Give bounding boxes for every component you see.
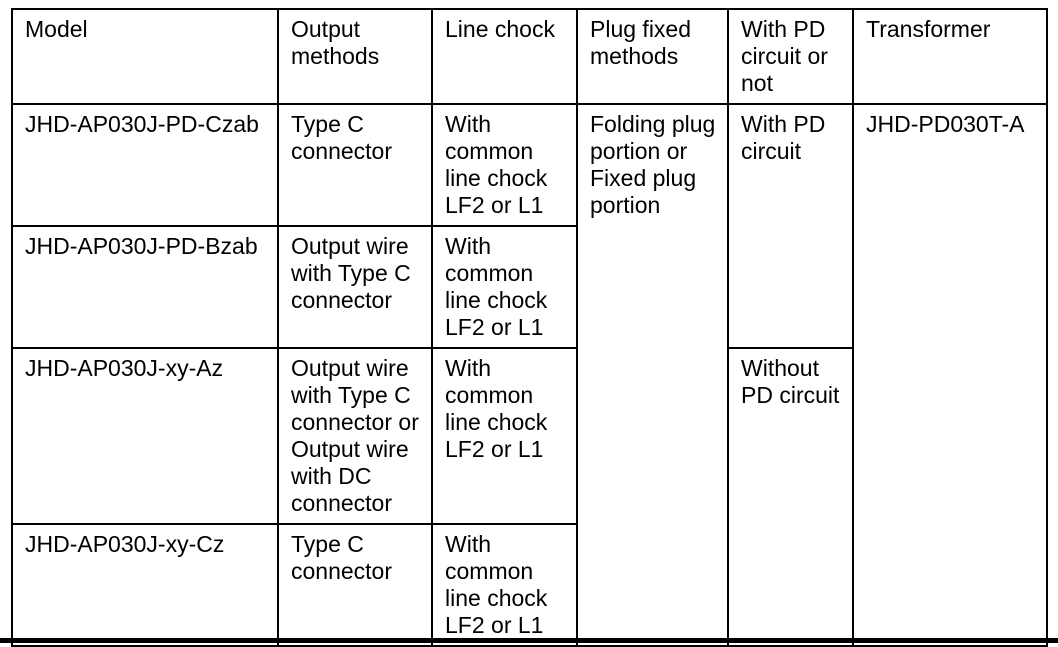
header-plug-fixed-methods: Plug fixed methods xyxy=(576,8,729,105)
cell-plug-fixed-methods: Folding plug portion or Fixed plug porti… xyxy=(576,103,729,647)
cell-line-chock-2: With common line chock LF2 or L1 xyxy=(431,225,578,349)
cell-without-pd-circuit: Without PD circuit xyxy=(727,347,854,647)
cell-model-2: JHD-AP030J-PD-Bzab xyxy=(11,225,279,349)
header-transformer: Transformer xyxy=(852,8,1048,105)
table-row: JHD-AP030J-xy-Az Output wire with Type C… xyxy=(11,347,1047,647)
page-bottom-rule xyxy=(0,638,1058,643)
cell-line-chock-1: With common line chock LF2 or L1 xyxy=(431,103,578,227)
header-pd-circuit: With PD circuit or not xyxy=(727,8,854,105)
header-output-methods: Output methods xyxy=(277,8,433,105)
cell-model-4: JHD-AP030J-xy-Cz xyxy=(11,523,279,647)
table-row: JHD-AP030J-PD-Bzab Output wire with Type… xyxy=(11,225,1047,349)
cell-output-4: Type C connector xyxy=(277,523,433,647)
header-model: Model xyxy=(11,8,279,105)
header-row: Model Output methods Line chock Plug fix… xyxy=(11,8,1048,105)
cell-transformer: JHD-PD030T-A xyxy=(852,103,1048,647)
cell-model-1: JHD-AP030J-PD-Czab xyxy=(11,103,279,227)
cell-with-pd-circuit: With PD circuit xyxy=(727,103,854,349)
cell-line-chock-4: With common line chock LF2 or L1 xyxy=(431,523,578,647)
table-row: JHD-AP030J-xy-Cz Type C connector With c… xyxy=(11,523,1047,647)
cell-output-2: Output wire with Type C connector xyxy=(277,225,433,349)
table-row: JHD-AP030J-PD-Czab Type C connector With… xyxy=(11,103,1048,647)
cell-output-1: Type C connector xyxy=(277,103,433,227)
header-line-chock: Line chock xyxy=(431,8,578,105)
cell-output-3: Output wire with Type C connector or Out… xyxy=(277,347,433,525)
spec-table: Model Output methods Line chock Plug fix… xyxy=(11,8,1048,647)
cell-model-3: JHD-AP030J-xy-Az xyxy=(11,347,279,525)
cell-line-chock-3: With common line chock LF2 or L1 xyxy=(431,347,578,525)
